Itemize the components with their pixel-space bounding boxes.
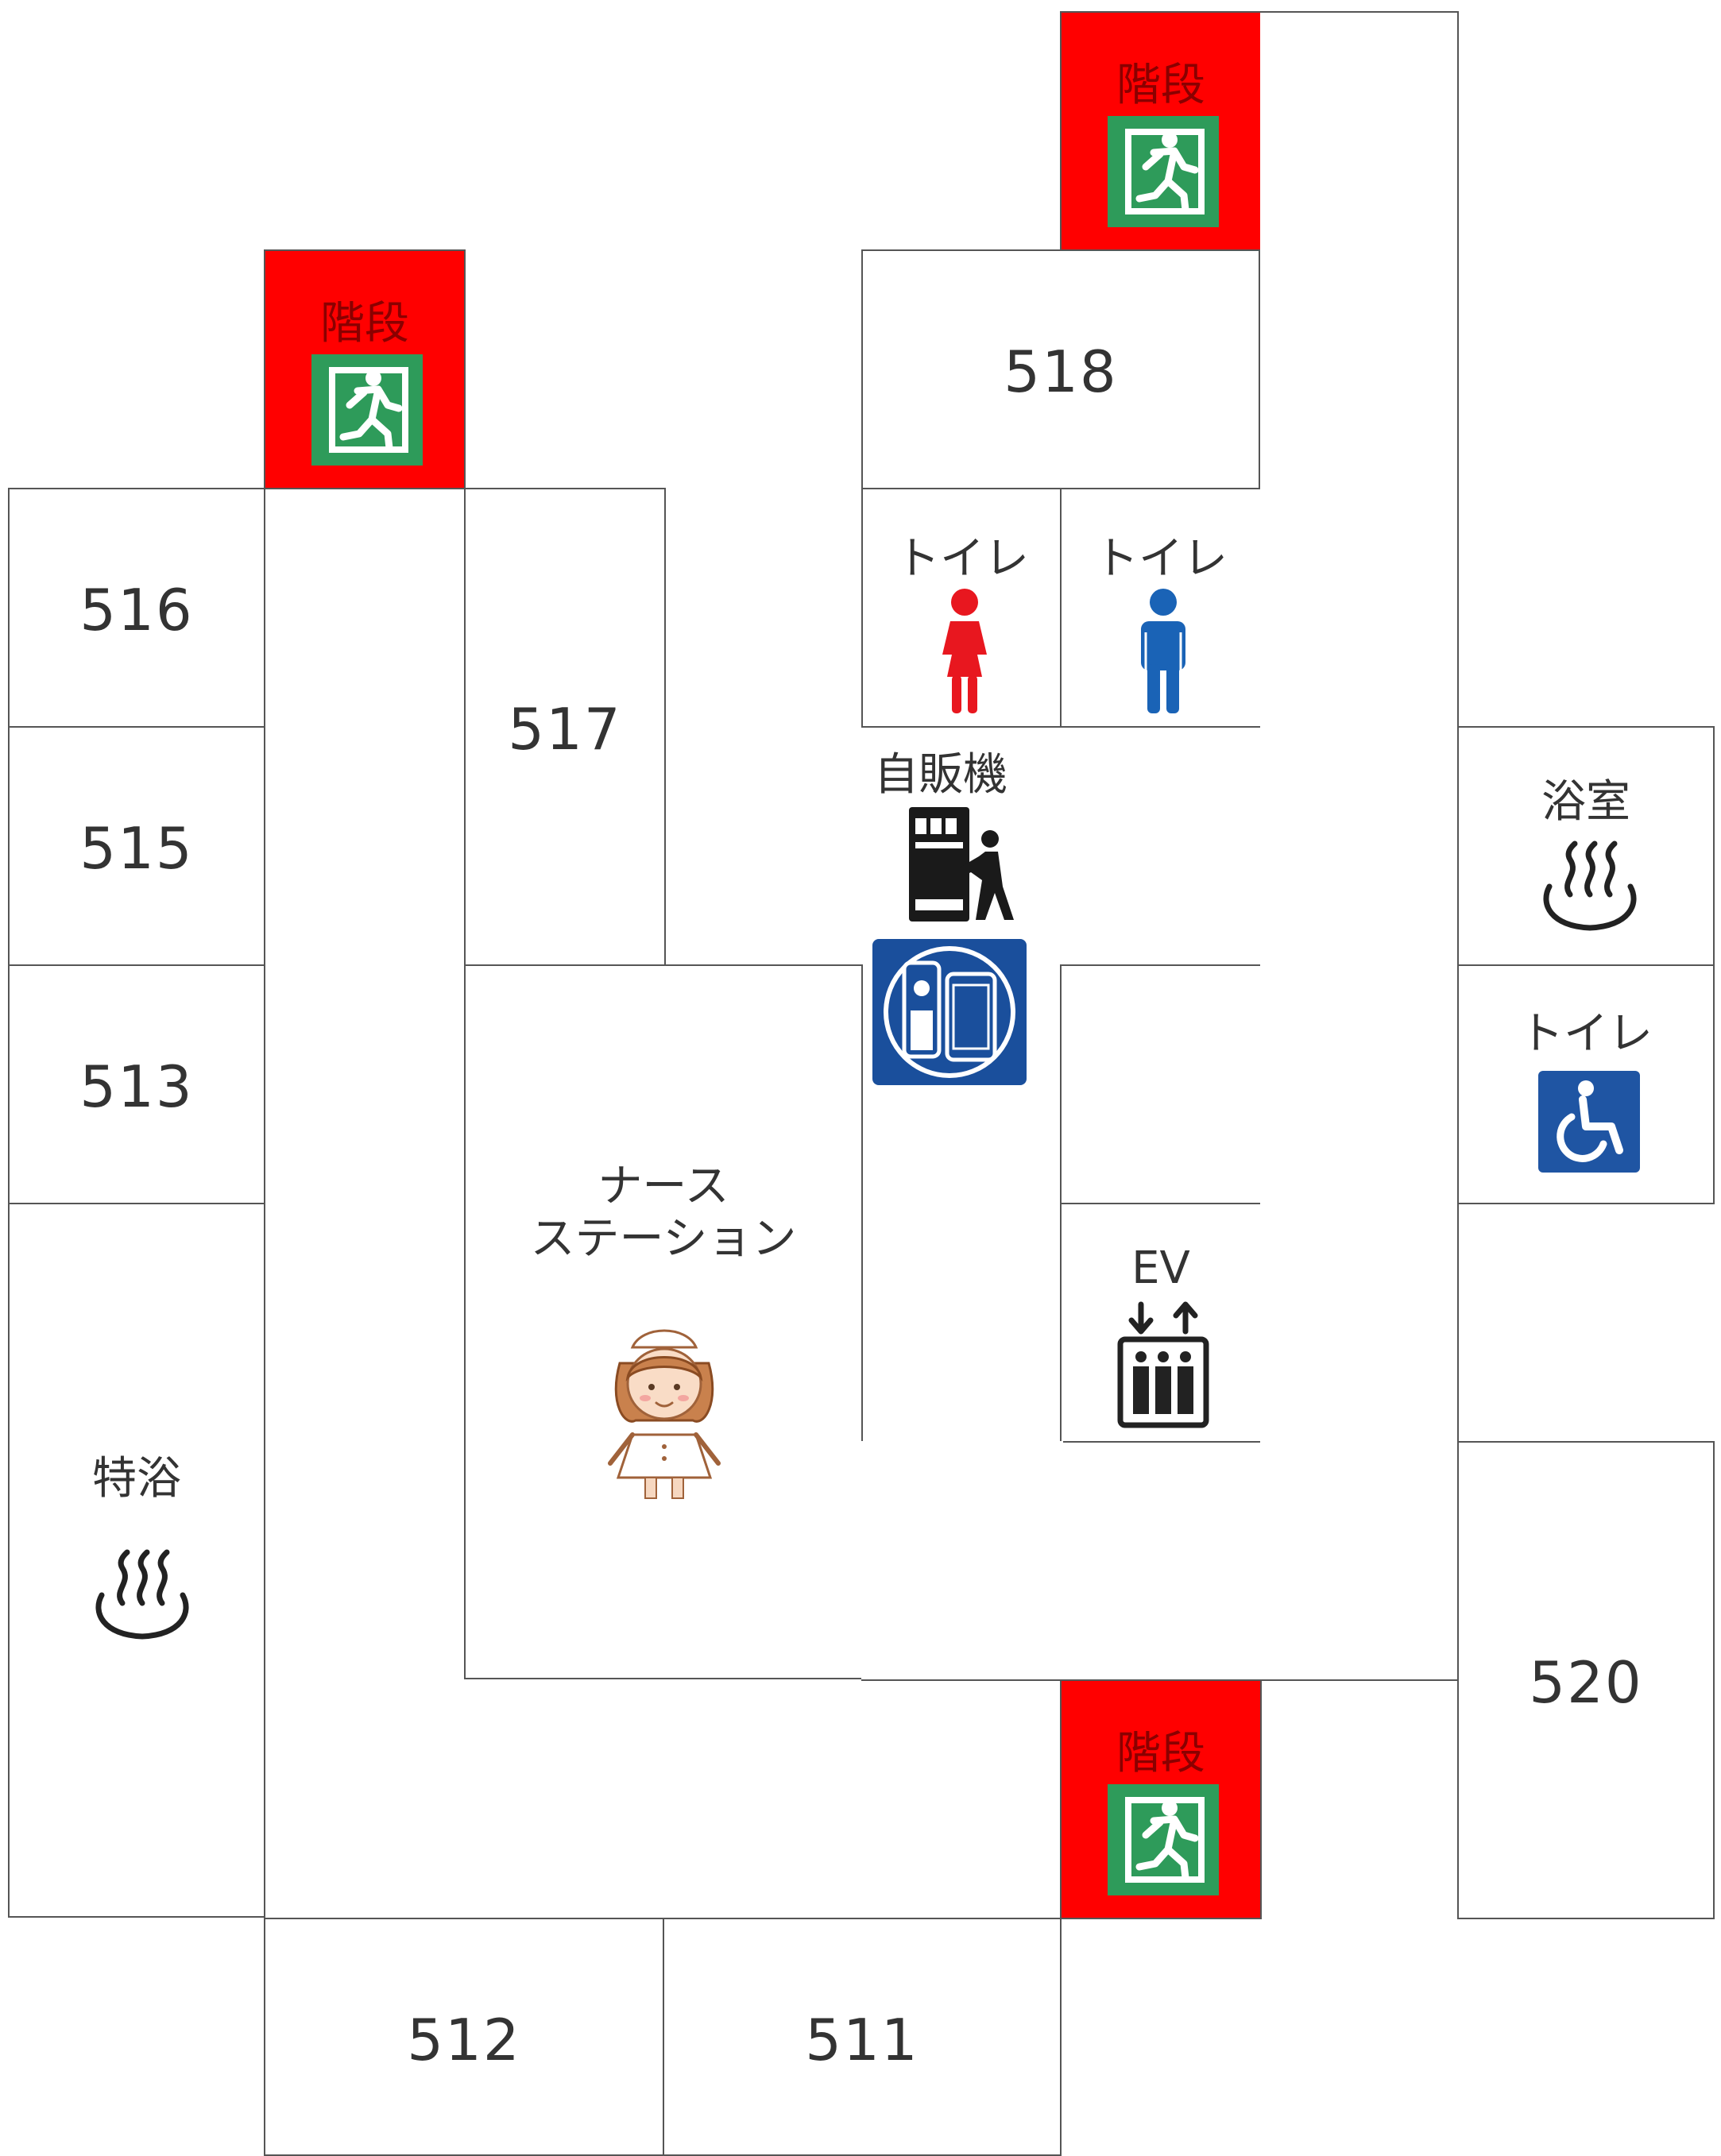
- room-512[interactable]: 512: [264, 1918, 664, 2156]
- wheelchair-icon: [1538, 1071, 1640, 1173]
- stairs-label: 階段: [320, 298, 409, 350]
- mobile-phone-icon[interactable]: [872, 939, 1027, 1085]
- stairs-label: 階段: [1116, 60, 1205, 111]
- nurse-station-label-line1: ナース: [598, 1161, 729, 1212]
- corridor-bottom: [264, 1678, 1063, 1919]
- room-number: 516: [79, 577, 194, 643]
- stairs-bottom[interactable]: 階段: [1060, 1679, 1262, 1919]
- room-unlabeled[interactable]: [1060, 964, 1262, 1204]
- emergency-exit-icon: [311, 354, 423, 466]
- toilet-female[interactable]: トイレ: [861, 488, 1063, 728]
- room-number: 515: [79, 815, 194, 882]
- special-bath-room[interactable]: 特浴: [8, 1203, 265, 1918]
- nurse-station-label-line2: ステーション: [530, 1213, 797, 1265]
- room-number: 518: [1004, 338, 1118, 405]
- elevator-label: EV: [1131, 1242, 1190, 1294]
- special-bath-label: 特浴: [92, 1453, 181, 1505]
- room-516[interactable]: 516: [8, 488, 265, 728]
- male-person-icon: [1135, 588, 1192, 715]
- vending-label: 自販機: [874, 749, 1007, 801]
- stairs-top[interactable]: 階段: [1060, 11, 1262, 251]
- room-number: 517: [508, 696, 622, 763]
- toilet-label: トイレ: [1519, 1008, 1653, 1060]
- room-number: 512: [407, 2007, 521, 2073]
- stairs-left[interactable]: 階段: [264, 249, 466, 489]
- room-513[interactable]: 513: [8, 964, 265, 1204]
- room-520[interactable]: 520: [1457, 1441, 1715, 1919]
- hot-spring-icon: [1538, 837, 1642, 941]
- toilet-label: トイレ: [895, 533, 1029, 585]
- toilet-accessible[interactable]: トイレ: [1457, 964, 1715, 1204]
- female-person-icon: [931, 588, 998, 715]
- corridor-right-bottom: [861, 1441, 1063, 1681]
- vending-machine-icon[interactable]: [909, 807, 1020, 922]
- bath-label: 浴室: [1541, 776, 1630, 828]
- room-515[interactable]: 515: [8, 726, 265, 966]
- room-518[interactable]: 518: [861, 249, 1260, 489]
- toilet-male[interactable]: トイレ: [1060, 488, 1262, 728]
- room-511[interactable]: 511: [663, 1918, 1062, 2156]
- corridor-right: [1260, 11, 1459, 1681]
- elevator[interactable]: EV: [1060, 1203, 1262, 1443]
- emergency-exit-icon: [1108, 116, 1219, 227]
- room-number: 513: [79, 1053, 194, 1120]
- room-number: 511: [805, 2007, 919, 2073]
- nurse-station[interactable]: ナース ステーション: [464, 964, 863, 1679]
- bath-room[interactable]: 浴室: [1457, 726, 1715, 966]
- elevator-icon: [1117, 1301, 1209, 1428]
- toilet-label: トイレ: [1094, 533, 1228, 585]
- hot-spring-icon: [91, 1546, 194, 1649]
- stairs-label: 階段: [1116, 1728, 1205, 1779]
- room-517[interactable]: 517: [464, 488, 666, 966]
- nurse-illustration: [601, 1316, 728, 1506]
- room-number: 520: [1529, 1649, 1643, 1716]
- emergency-exit-icon: [1108, 1784, 1219, 1895]
